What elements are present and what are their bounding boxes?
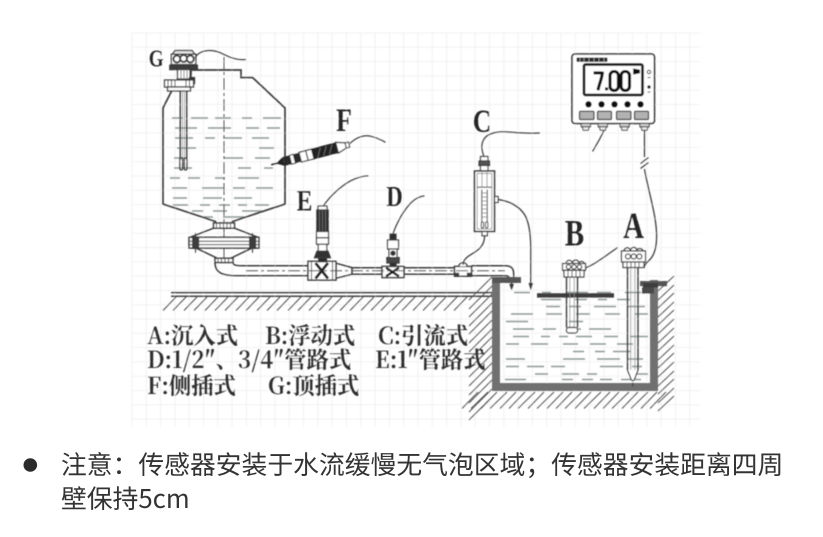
svg-text:G: G [149,44,164,72]
svg-text:C: C [473,104,492,140]
svg-text:E: E [297,184,313,217]
svg-text:B: B [565,213,584,254]
svg-text:D: D [386,180,402,212]
svg-text:F: F [336,103,352,139]
svg-text:A: A [623,206,644,247]
